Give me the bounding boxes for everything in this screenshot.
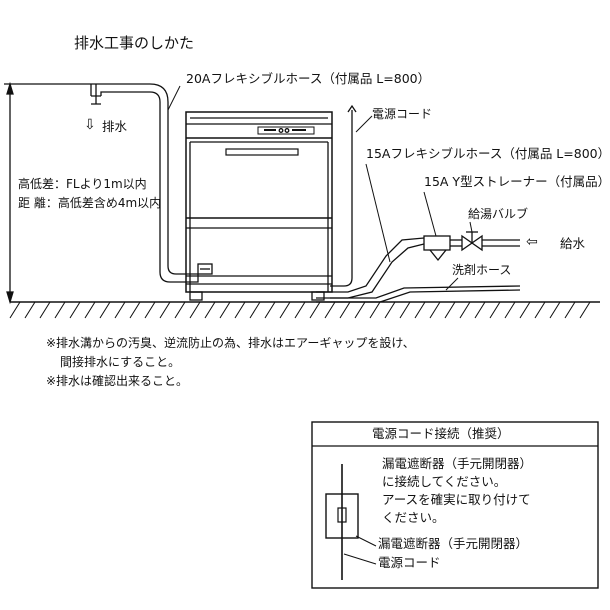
label-water-supply: 給水 — [560, 236, 586, 251]
floor-hatching — [9, 301, 591, 319]
label-power-cord: 電源コード — [372, 107, 433, 121]
door-handle — [225, 148, 299, 156]
label-distance: 距 離：高低差含め4m以内 — [18, 196, 162, 210]
leader-power-cord — [355, 115, 373, 133]
leader-15a — [365, 163, 391, 263]
breaker-symbol — [325, 493, 359, 539]
note-2: 間接排水にすること。 — [60, 355, 181, 369]
label-drain: 排水 — [102, 119, 128, 134]
detergent-hose-line2 — [330, 285, 521, 299]
power-cord-line — [330, 110, 353, 287]
label-supply-valve: 給湯バルブ — [468, 207, 529, 221]
box-cord-label: 電源コード — [378, 555, 441, 570]
label-strainer: 15A Y型ストレーナー（付属品） — [424, 174, 610, 189]
left-arrow-icon: ⇦ — [526, 234, 538, 250]
dimension-arrow-bottom — [6, 291, 14, 305]
note-1: ※排水溝からの汚臭、逆流防止の為、排水はエアーギャップを設け、 — [46, 336, 415, 350]
box-line-1: 漏電遮断器（手元開閉器） — [382, 456, 533, 471]
drain-hose-20a-inner — [96, 83, 198, 275]
box-title: 電源コード接続（推奨） — [372, 426, 510, 441]
foot-left — [189, 291, 203, 301]
control-panel — [257, 126, 315, 135]
breaker-switch — [337, 507, 347, 523]
dimension-arrow-top — [6, 81, 14, 95]
recommend-box — [311, 421, 599, 589]
down-arrow-icon: ⇩ — [84, 117, 96, 133]
leader-strainer — [423, 191, 437, 237]
leader-detergent — [445, 277, 459, 291]
label-detergent-hose: 洗剤ホース — [452, 263, 512, 277]
box-line-4: ください。 — [382, 510, 445, 525]
drain-hose-20a-outer — [90, 84, 199, 283]
drain-outlet — [197, 263, 213, 275]
supply-valve — [461, 231, 520, 252]
box-line-3: アースを確実に取り付けて — [382, 492, 531, 507]
leader-20a — [167, 85, 181, 111]
page-title: 排水工事のしかた — [74, 34, 195, 52]
drain-hose-end — [91, 84, 101, 105]
box-line-2: に接続してください。 — [382, 474, 507, 489]
hose-15a-upper — [316, 237, 425, 293]
box-breaker-label: 漏電遮断器（手元開閉器） — [378, 536, 529, 551]
leader-valve — [469, 221, 473, 233]
detergent-hose-line1 — [316, 289, 521, 303]
foot-right — [311, 291, 325, 301]
dishwasher — [185, 111, 333, 301]
y-strainer — [423, 235, 462, 262]
label-height-diff: 高低差：FLより1m以内 — [18, 177, 147, 191]
label-hose-15a: 15Aフレキシブルホース（付属品 L=800） — [366, 146, 610, 161]
note-3: ※排水は確認出来ること。 — [46, 374, 189, 388]
label-hose-20a: 20Aフレキシブルホース（付属品 L=800） — [186, 71, 431, 86]
